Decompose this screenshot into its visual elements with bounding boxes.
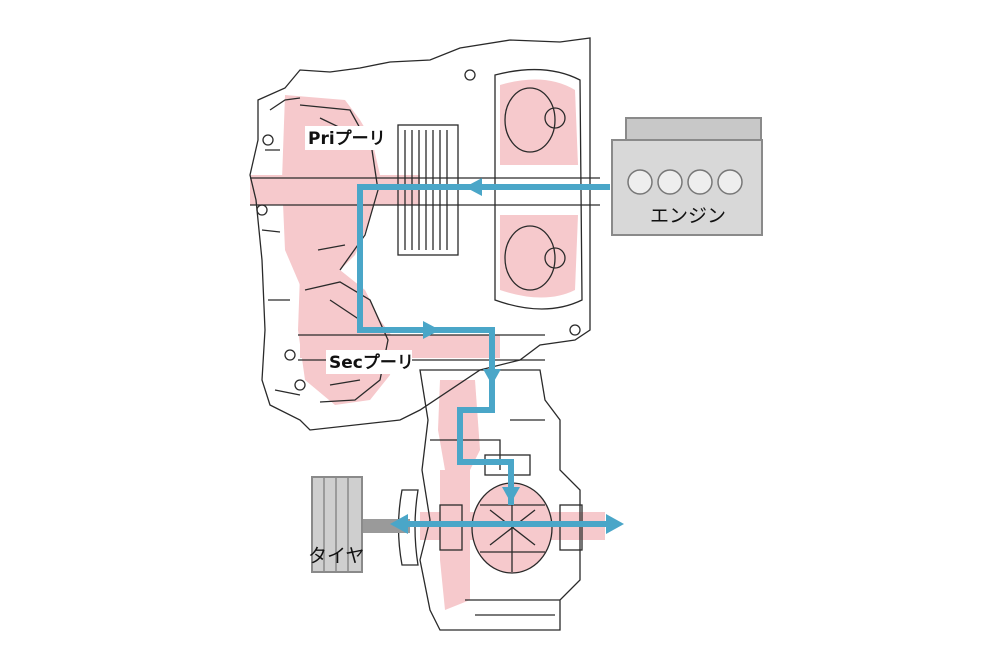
cylinder-1 <box>627 169 653 195</box>
primary-shaft-line <box>250 177 600 206</box>
output-flange <box>397 489 419 566</box>
flow-arrowheads <box>390 178 624 534</box>
engine-head <box>625 117 762 141</box>
converter-ring-bottom <box>504 225 556 291</box>
bearing-right <box>559 504 583 551</box>
cylinder-2 <box>657 169 683 195</box>
pulley-labels: Priプーリ Secプーリ <box>305 126 414 374</box>
bolt <box>569 324 581 336</box>
bolt <box>464 69 476 81</box>
converter-hub-top <box>544 107 566 129</box>
arrowhead-engine-in <box>465 178 482 196</box>
torque-converter-highlight-2 <box>500 215 578 298</box>
tire: タイヤ <box>308 476 410 573</box>
arrowhead-down-1 <box>483 369 501 385</box>
bolt <box>294 379 306 391</box>
tire-tread <box>323 477 349 572</box>
bolt <box>284 349 296 361</box>
converter-ring-top <box>504 87 556 153</box>
arrowhead-to-tire <box>390 514 408 534</box>
bearing-left <box>439 504 463 551</box>
engine-label: エンジン <box>650 205 726 227</box>
torque-converter-outline <box>494 68 583 310</box>
secondary-pulley-lines <box>304 281 389 403</box>
arrowhead-secondary <box>423 321 440 339</box>
arrowhead-down-2 <box>502 487 520 503</box>
converter-hub-bottom <box>544 247 566 269</box>
bolt <box>256 204 268 216</box>
tire-body <box>311 476 363 573</box>
tire-label: タイヤ <box>308 545 364 567</box>
secondary-pulley-label-bg <box>326 350 412 374</box>
housing-detail-1 <box>261 97 301 396</box>
power-flow-path <box>357 184 610 505</box>
primary-pulley-label: Priプーリ <box>308 128 386 149</box>
upper-housing <box>249 37 591 431</box>
cylinder-4 <box>717 169 743 195</box>
power-flow <box>357 184 612 527</box>
lower-housing <box>419 369 581 631</box>
bolt <box>262 134 274 146</box>
secondary-pulley-label: Secプーリ <box>329 352 414 373</box>
torque-converter-highlight <box>500 79 578 165</box>
engine-block: エンジン <box>611 117 763 236</box>
cylinder-3 <box>687 169 713 195</box>
primary-pulley-label-bg <box>305 126 387 150</box>
lower-housing-detail <box>430 419 560 616</box>
arrowhead-right <box>606 514 624 534</box>
